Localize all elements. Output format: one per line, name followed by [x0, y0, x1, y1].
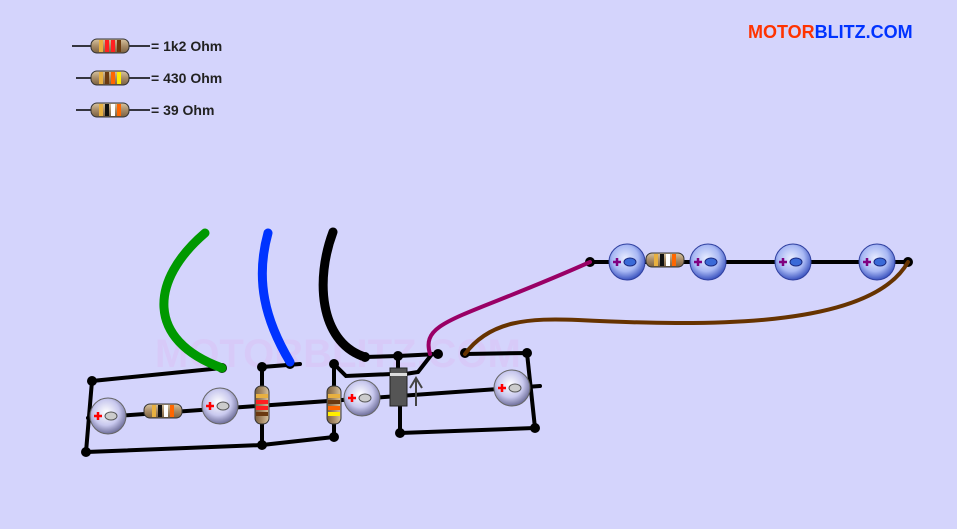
white-led [89, 397, 127, 435]
legend-resistor [90, 70, 130, 86]
legend-resistor [90, 38, 130, 54]
blue-led [774, 243, 812, 281]
resistor-430-ohm [326, 385, 342, 425]
black-wire[interactable] [318, 227, 367, 361]
blue-led [689, 243, 727, 281]
resistor-legend: = 1k2 Ohm = 430 Ohm = 39 Ohm [72, 38, 222, 118]
magenta-wire[interactable] [426, 260, 592, 356]
brown-wire[interactable] [463, 260, 910, 356]
legend-resistor [90, 102, 130, 118]
blue-wire[interactable] [257, 228, 295, 367]
resistor-39-ohm [143, 403, 183, 419]
logo-part1: MOTOR [748, 22, 815, 42]
current-arrow-icon [409, 376, 423, 406]
white-led [493, 369, 531, 407]
legend-label: = 39 Ohm [151, 102, 214, 118]
legend-label: = 1k2 Ohm [151, 38, 222, 54]
logo: MOTORBLITZ.COM [748, 22, 913, 42]
green-wire[interactable] [159, 228, 227, 373]
transistor [389, 367, 408, 407]
blue-led [858, 243, 896, 281]
resistor-1k2-ohm [254, 385, 270, 425]
resistor-39-ohm [645, 252, 685, 268]
legend-label: = 430 Ohm [151, 70, 222, 86]
logo-part2: BLITZ.COM [815, 22, 913, 42]
white-led [201, 387, 239, 425]
blue-led [608, 243, 646, 281]
white-led [343, 379, 381, 417]
